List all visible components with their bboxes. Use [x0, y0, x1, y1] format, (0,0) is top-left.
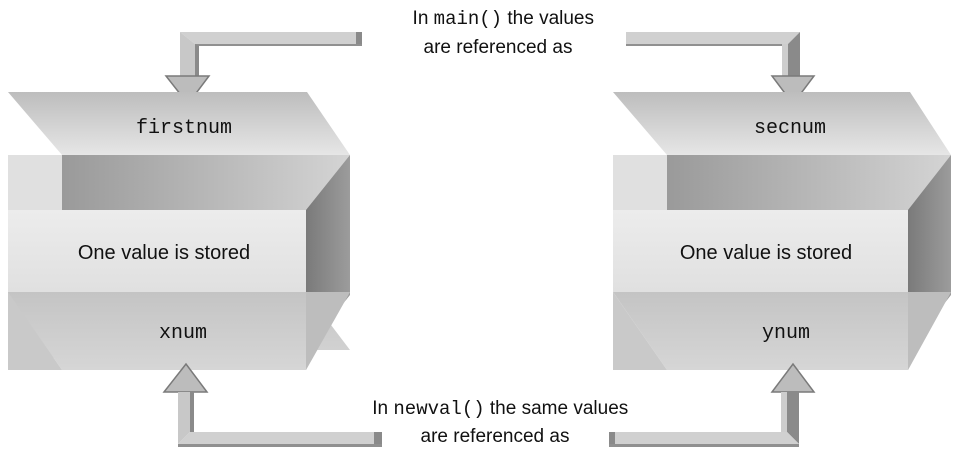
- box-left: [8, 92, 350, 370]
- top-caption-line2: are referenced as: [424, 37, 573, 58]
- box-right: [613, 92, 951, 370]
- bottom-caption-line1: In newval() the same values: [346, 398, 644, 420]
- top-caption-line1: In main() the values: [386, 8, 610, 30]
- arrow-down-left-icon: [164, 75, 211, 106]
- bottom-caption-line2: are referenced as: [421, 426, 570, 447]
- box-left-body-label: One value is stored: [78, 242, 250, 264]
- arrow-down-right-icon: [770, 75, 816, 106]
- box-left-top-label: firstnum: [136, 117, 232, 140]
- box-left-bottom-label: xnum: [159, 322, 207, 345]
- bottom-arrow-connector: [162, 362, 816, 447]
- box-right-bottom-label: ynum: [762, 322, 810, 345]
- top-arrow-connector: [164, 32, 816, 106]
- box-right-body-label: One value is stored: [680, 242, 852, 264]
- box-right-top-label: secnum: [754, 117, 826, 140]
